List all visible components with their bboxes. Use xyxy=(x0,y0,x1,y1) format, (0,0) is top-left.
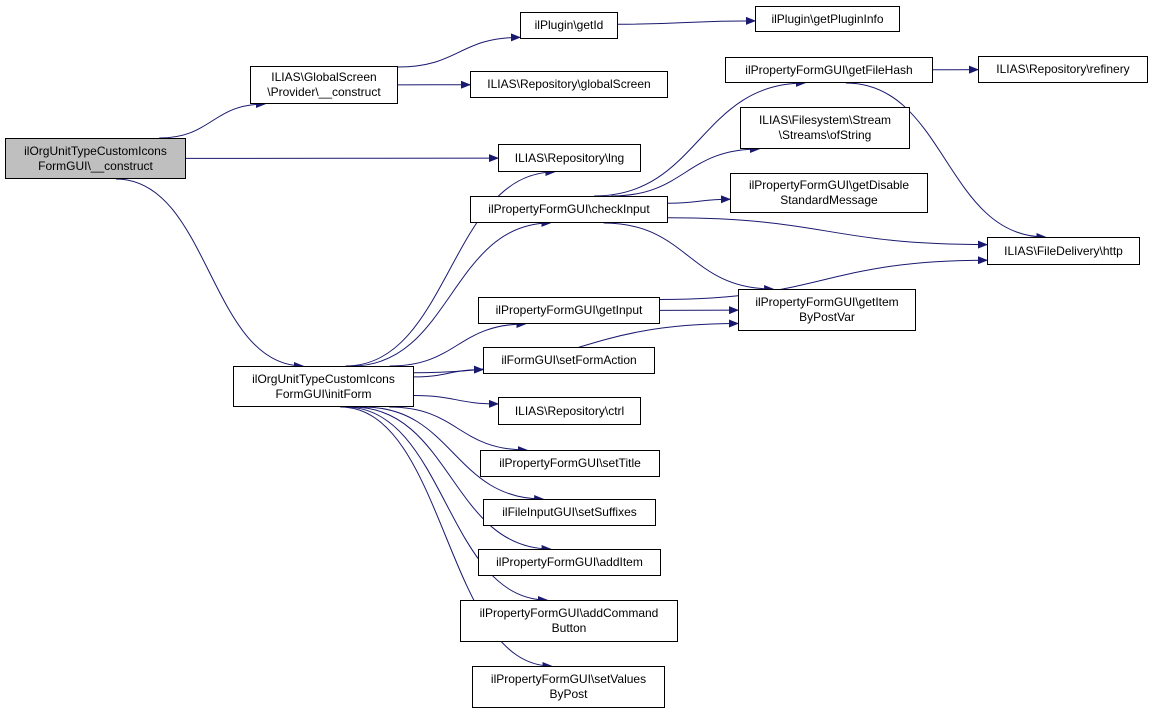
node-filesystem-streams-ofstring[interactable]: ILIAS\Filesystem\Stream \Streams\ofStrin… xyxy=(740,107,910,149)
edge-getfilehash-to-filedelivery_http xyxy=(845,82,1047,241)
edge-initform-to-setsuffixes xyxy=(363,406,545,503)
node-setsuffixes[interactable]: ilFileInputGUI\setSuffixes xyxy=(483,499,656,526)
edge-checkinput-to-getitembypostvar xyxy=(603,222,775,293)
node-repository-lng[interactable]: ILIAS\Repository\lng xyxy=(498,144,641,172)
node-filedelivery-http[interactable]: ILIAS\FileDelivery\http xyxy=(987,237,1140,265)
node-addcommandbutton[interactable]: ilPropertyFormGUI\addCommand Button xyxy=(460,600,678,642)
edge-root-to-initform xyxy=(115,178,304,370)
edge-initform-to-checkinput xyxy=(351,219,552,367)
node-initform[interactable]: ilOrgUnitTypeCustomIcons FormGUI\initFor… xyxy=(233,366,414,407)
edge-checkinput-to-getdisable xyxy=(667,195,731,204)
edge-root-to-gs_provider xyxy=(159,100,266,139)
node-repository-globalscreen[interactable]: ILIAS\Repository\globalScreen xyxy=(470,71,668,98)
edge-plugin_getid-to-plugin_getinfo xyxy=(617,16,756,25)
node-setformaction[interactable]: ilFormGUI\setFormAction xyxy=(483,347,655,374)
edge-initform-to-settitle xyxy=(389,406,528,454)
node-plugin-getid[interactable]: ilPlugin\getId xyxy=(520,12,618,39)
edge-initform-to-setformaction xyxy=(413,365,484,378)
node-getitembypostvar[interactable]: ilPropertyFormGUI\getItem ByPostVar xyxy=(738,289,916,331)
node-plugin-getplugininfo[interactable]: ilPlugin\getPluginInfo xyxy=(755,6,900,32)
node-settitle[interactable]: ilPropertyFormGUI\setTitle xyxy=(480,450,660,477)
node-setvaluesbypost[interactable]: ilPropertyFormGUI\setValues ByPost xyxy=(472,666,665,708)
node-additem[interactable]: ilPropertyFormGUI\addItem xyxy=(478,549,661,576)
node-globalscreen-provider-construct[interactable]: ILIAS\GlobalScreen \Provider\__construct xyxy=(250,66,398,104)
node-repository-ctrl[interactable]: ILIAS\Repository\ctrl xyxy=(498,397,641,425)
edge-checkinput-to-fs_ofstring xyxy=(611,145,761,197)
edge-getinput-to-filedelivery_http xyxy=(659,256,988,301)
node-getinput[interactable]: ilPropertyFormGUI\getInput xyxy=(478,297,660,324)
edge-gs_provider-to-plugin_getid xyxy=(397,33,521,68)
edge-checkinput-to-filedelivery_http xyxy=(667,217,988,249)
edge-initform-to-getinput xyxy=(389,320,527,367)
node-root-construct: ilOrgUnitTypeCustomIcons FormGUI\__const… xyxy=(5,138,186,179)
node-repository-refinery[interactable]: ILIAS\Repository\refinery xyxy=(978,56,1148,83)
edge-initform-to-setvaluesbypost xyxy=(340,406,553,670)
node-getfilehash[interactable]: ilPropertyFormGUI\getFileHash xyxy=(725,57,933,83)
edge-initform-to-repo_lng xyxy=(345,168,556,367)
node-getdisablestandardmessage[interactable]: ilPropertyFormGUI\getDisable StandardMes… xyxy=(730,173,928,213)
edge-checkinput-to-getfilehash xyxy=(594,79,806,197)
edge-initform-to-addcommandbutton xyxy=(344,406,549,604)
edge-initform-to-additem xyxy=(352,406,552,553)
edge-initform-to-repo_ctrl xyxy=(413,395,499,408)
node-checkinput[interactable]: ilPropertyFormGUI\checkInput xyxy=(470,196,668,223)
